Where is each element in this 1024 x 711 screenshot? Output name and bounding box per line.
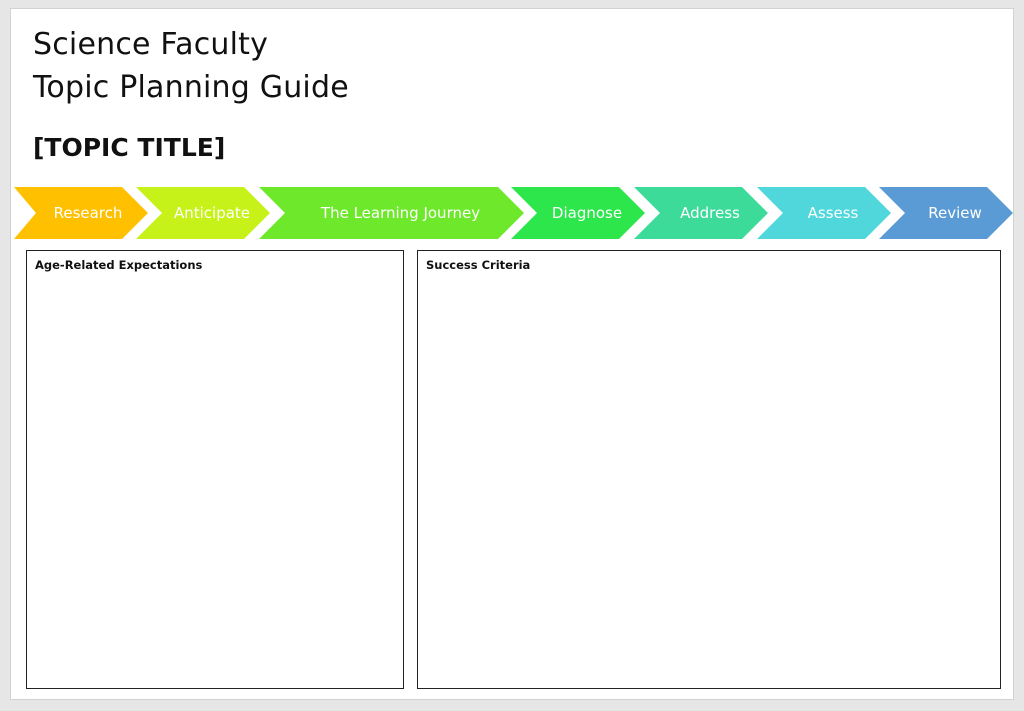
step-label: The Learning Journey (320, 204, 481, 222)
step-assess[interactable]: Assess (757, 187, 891, 239)
step-address[interactable]: Address (634, 187, 768, 239)
step-research[interactable]: Research (14, 187, 148, 239)
process-chevron-bar: Research Anticipate The Learning Journey… (14, 187, 1012, 239)
step-review[interactable]: Review (879, 187, 1013, 239)
age-related-expectations-panel[interactable]: Age-Related Expectations (26, 250, 404, 689)
step-label: Research (53, 204, 123, 222)
step-learning-journey[interactable]: The Learning Journey (259, 187, 524, 239)
step-diagnose[interactable]: Diagnose (511, 187, 645, 239)
step-anticipate[interactable]: Anticipate (136, 187, 270, 239)
panel-heading: Age-Related Expectations (35, 258, 203, 272)
success-criteria-panel[interactable]: Success Criteria (417, 250, 1001, 689)
faculty-title: Science Faculty (33, 27, 269, 62)
step-label: Diagnose (551, 204, 623, 222)
topic-title[interactable]: [TOPIC TITLE] (33, 133, 226, 162)
document-page: Science Faculty Topic Planning Guide [TO… (10, 8, 1014, 700)
step-label: Address (680, 204, 740, 222)
panel-heading: Success Criteria (426, 258, 531, 272)
step-label: Review (928, 204, 982, 222)
guide-title: Topic Planning Guide (33, 70, 349, 105)
step-label: Anticipate (173, 204, 251, 222)
step-label: Assess (807, 204, 859, 222)
